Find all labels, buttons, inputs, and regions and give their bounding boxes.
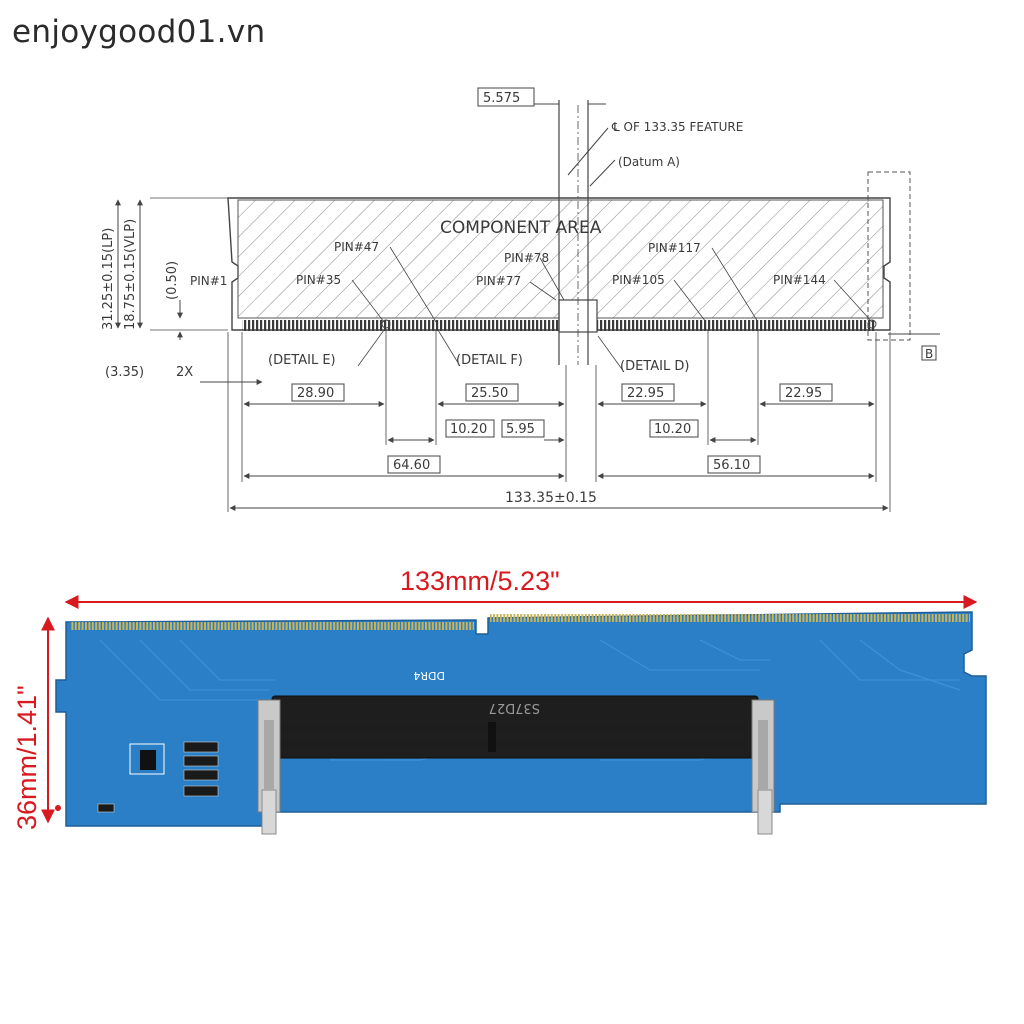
height-vlp-label: 18.75±0.15(VLP) xyxy=(123,219,138,330)
dashed-feature-box xyxy=(867,171,911,341)
dim-10-20-left: 10.20 xyxy=(450,422,487,437)
detail-e-label: (DETAIL E) xyxy=(268,353,336,368)
dim-22-95-right: 22.95 xyxy=(785,386,822,401)
mounting-dot xyxy=(55,805,61,811)
dim-25-50: 25.50 xyxy=(471,386,508,401)
pin-label-105: PIN#105 xyxy=(612,273,665,287)
resistor-array xyxy=(183,741,219,797)
pin-label-1: PIN#1 xyxy=(190,274,227,288)
dim-56-10: 56.10 xyxy=(713,458,750,473)
top-dim-value: 5.575 xyxy=(483,91,520,106)
pin-label-117: PIN#117 xyxy=(648,241,701,255)
ddr4-label: DDR4 xyxy=(413,669,445,682)
pin-row-left xyxy=(242,320,562,331)
dim-050-label: (0.50) xyxy=(165,261,180,300)
centerline-note: ℄ OF 133.35 FEATURE xyxy=(611,120,743,134)
slot-label: S37D27 xyxy=(489,700,540,715)
pin-label-78: PIN#78 xyxy=(504,251,549,265)
small-cap xyxy=(97,803,115,813)
dim-28-90: 28.90 xyxy=(297,386,334,401)
dim-10-20-right: 10.20 xyxy=(654,422,691,437)
dim-total: 133.35±0.15 xyxy=(505,490,597,506)
gold-fingers-left xyxy=(70,622,474,630)
slot-pins-bottom xyxy=(282,740,748,748)
pin-label-77: PIN#77 xyxy=(476,274,521,288)
dim-22-95-left: 22.95 xyxy=(627,386,664,401)
dim-5-95: 5.95 xyxy=(506,422,535,437)
dim-335-label: (3.35) xyxy=(105,365,144,380)
height-label: 36mm/1.41" xyxy=(12,685,42,830)
detail-f-label: (DETAIL F) xyxy=(456,353,523,368)
chip-u1 xyxy=(129,743,165,775)
gold-fingers-right xyxy=(490,614,970,622)
component-area-hatch xyxy=(237,199,884,319)
pin-row-right xyxy=(594,320,876,331)
adapter-board-photo: 133mm/5.23" 36mm/1.41" DDR4 S37D27 xyxy=(12,566,987,835)
dim-2x-label: 2X xyxy=(176,365,193,380)
width-label: 133mm/5.23" xyxy=(400,566,560,596)
height-lp-label: 31.25±0.15(LP) xyxy=(101,228,116,330)
detail-d-label: (DETAIL D) xyxy=(620,359,689,374)
watermark-text: enjoygood01.vn xyxy=(12,14,266,50)
dim-64-60: 64.60 xyxy=(393,458,430,473)
datum-b-label: B xyxy=(925,347,933,361)
left-latch xyxy=(257,699,281,835)
mechanical-drawing: 5.575 ℄ OF 133.35 FEATURE (Datum A) COMP… xyxy=(101,87,940,512)
pin-label-47: PIN#47 xyxy=(334,240,379,254)
datum-a-note: (Datum A) xyxy=(618,155,680,169)
right-latch xyxy=(751,699,775,835)
slot-pins-top xyxy=(282,724,748,732)
pin-label-144: PIN#144 xyxy=(773,273,826,287)
top-dim-box xyxy=(477,87,535,107)
component-area-label: COMPONENT AREA xyxy=(440,218,602,238)
pin-label-35: PIN#35 xyxy=(296,273,341,287)
